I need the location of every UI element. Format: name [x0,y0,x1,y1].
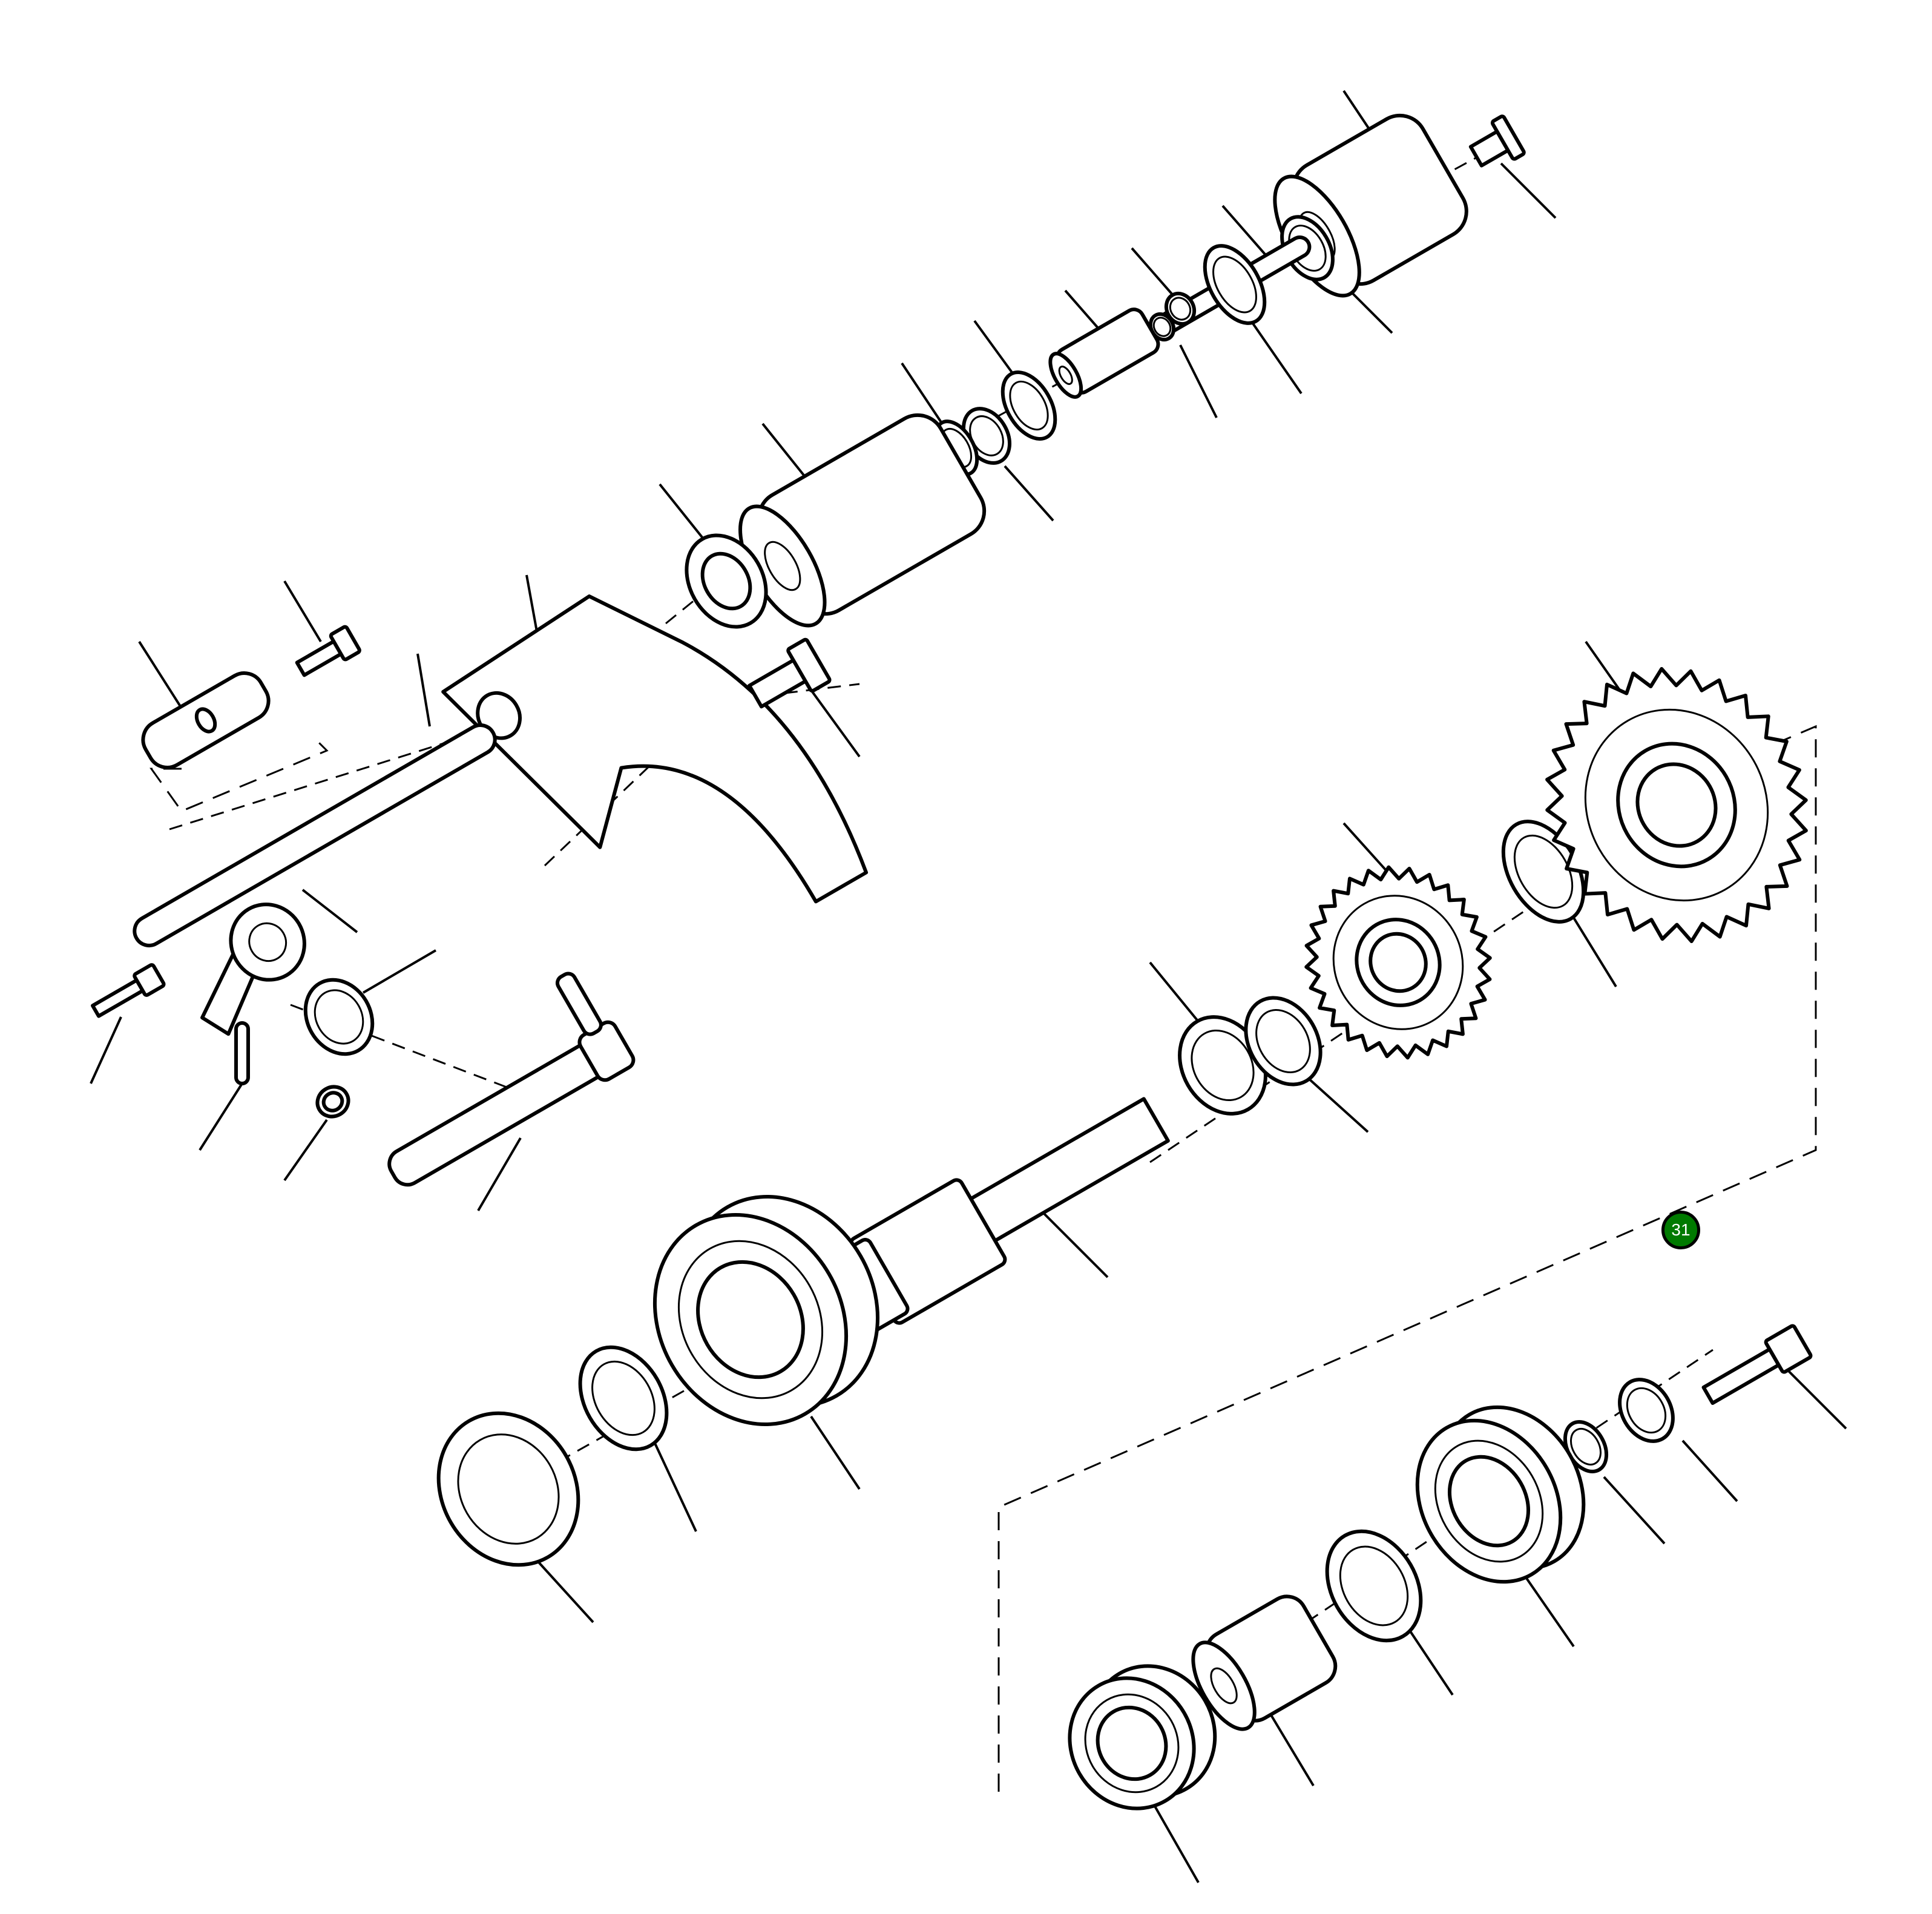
hotspot-label: 31 [1671,1220,1690,1239]
flat-washer-leader [1681,1439,1738,1502]
fork-bolt[interactable] [743,637,832,717]
selector-clamp[interactable] [136,666,276,774]
lock-nut[interactable] [671,521,782,642]
circlip-upper-leader [1306,1076,1369,1133]
lever-arm[interactable] [167,891,329,1041]
seal-washer-leader [1004,465,1054,522]
o-ring-large[interactable] [1192,235,1276,333]
washer-small-leader [1179,344,1218,418]
roll-pin[interactable] [210,1018,275,1088]
parts [90,106,1856,1832]
hex-bolt-left[interactable] [90,963,166,1022]
output-shaft-leader [1040,1209,1109,1278]
lock-nut-leader [659,483,709,546]
ball-bearing[interactable] [1389,1381,1612,1608]
shift-rail[interactable] [130,720,501,951]
lever-arm-leader [301,889,358,933]
o-ring-large-leader [1246,314,1303,395]
circlip-lower[interactable] [563,1332,685,1465]
roll-pin-leader [199,1082,243,1151]
nut-small[interactable] [1161,288,1200,329]
roller-bearing-large[interactable] [617,1162,915,1459]
group-outline [997,725,1817,1792]
fork-bolt-leader [810,689,861,758]
roller-bearing-large-leader [810,1415,861,1490]
bearing-cup-leader [531,1554,594,1623]
oil-seal[interactable] [292,968,386,1067]
selector-clamp-leader [138,640,183,709]
thrust-ring-leader [1149,961,1206,1030]
needle-bearing[interactable] [1046,1643,1238,1832]
socket-head-screw-leader [283,580,322,643]
bearing-race[interactable] [1308,1514,1439,1657]
helical-gear[interactable] [1497,621,1856,989]
leader-lines [90,90,1847,1883]
hex-plug-screw[interactable] [1465,114,1526,175]
hex-bolt-right-leader [1784,1367,1847,1430]
hex-nut-small[interactable] [312,1081,353,1122]
hex-bolt-left-leader [90,1016,122,1084]
bushing-sleeve[interactable] [1181,1590,1342,1739]
hex-bolt-right[interactable] [1699,1324,1813,1411]
group-outline [150,737,329,812]
bearing-cup[interactable] [412,1387,606,1590]
shift-rail-leader [416,653,431,727]
oil-seal-leader [362,949,437,994]
thrust-washer-leader [1566,907,1617,988]
needle-bearing-leader [1149,1797,1200,1883]
hex-nut-small-leader [283,1119,328,1182]
hotspot-badge[interactable]: 31 [1661,1211,1700,1249]
shift-lever-shaft[interactable] [349,965,636,1196]
bearing-race-leader [1403,1621,1454,1696]
valve-stem-leader [1221,205,1266,255]
circlip-upper[interactable] [1231,984,1336,1098]
circlip-lower-leader [652,1440,697,1532]
flat-washer[interactable] [1609,1370,1683,1451]
sub-assembly-boxes [150,725,1817,1792]
spacer-ring-leader [1603,1476,1666,1545]
spur-gear[interactable] [1271,833,1525,1091]
spacer-tube[interactable] [1044,306,1162,401]
adapter-fitting[interactable] [1258,106,1476,309]
thrust-washer[interactable] [1487,807,1600,936]
ball-bearing-leader [1518,1567,1575,1648]
hex-plug-screw-leader [1500,162,1557,219]
cylinder-body-leader [761,423,812,485]
axis-line [544,749,667,867]
socket-head-screw[interactable] [294,625,361,682]
shift-lever-shaft-leader [477,1137,522,1212]
nut-small-leader [1131,247,1175,298]
o-ring-mid[interactable] [992,363,1066,448]
